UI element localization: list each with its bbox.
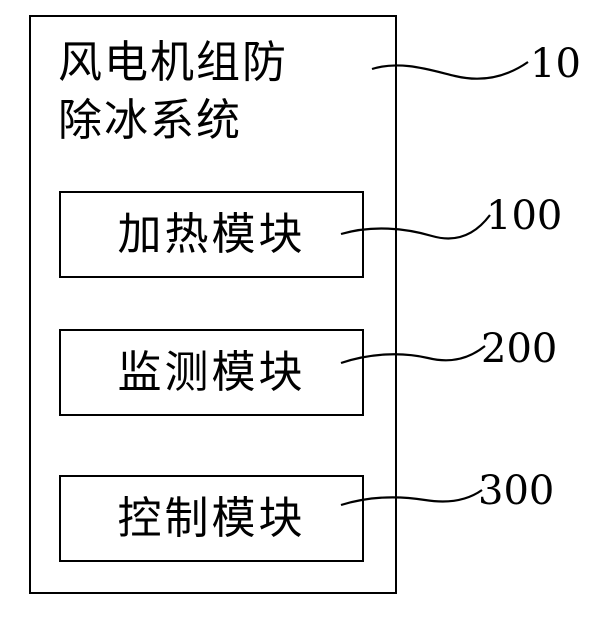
- heating-module-label: 加热模块: [118, 213, 306, 257]
- control-module-label: 控制模块: [118, 497, 306, 541]
- system-ref-number: 10: [530, 44, 581, 84]
- control-module-box: 控制模块: [59, 475, 364, 562]
- system-title-line1: 风电机组防: [58, 37, 288, 88]
- monitoring-module-label: 监测模块: [118, 351, 306, 395]
- monitoring-module-ref-number: 200: [481, 329, 557, 369]
- system-title-line2: 除冰系统: [58, 95, 242, 146]
- monitoring-module-box: 监测模块: [59, 329, 364, 416]
- system-title: 风电机组防 除冰系统: [58, 34, 378, 150]
- heating-module-box: 加热模块: [59, 191, 364, 278]
- control-module-ref-number: 300: [478, 471, 554, 511]
- heating-module-ref-number: 100: [486, 196, 562, 236]
